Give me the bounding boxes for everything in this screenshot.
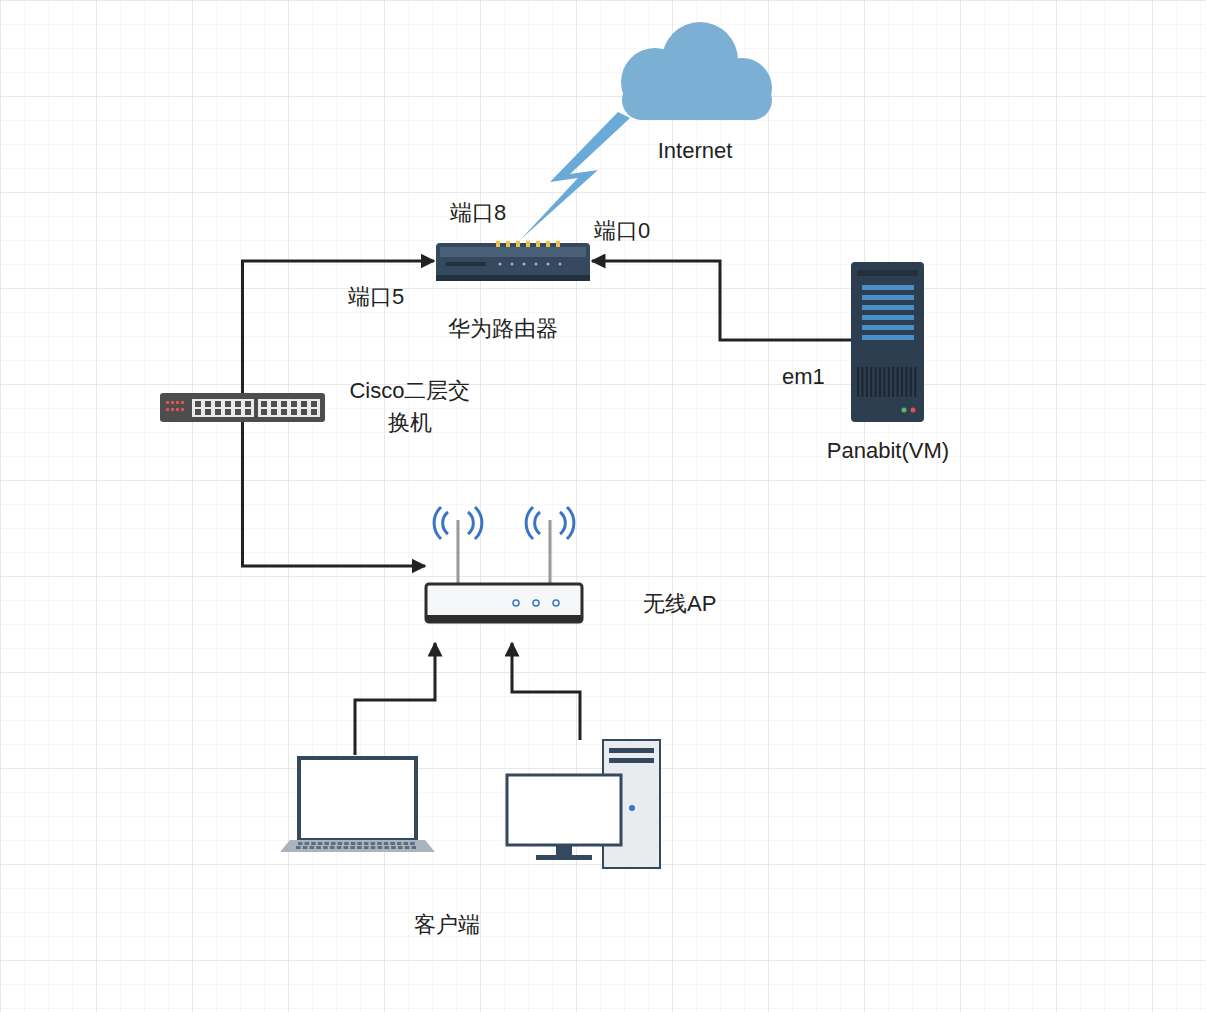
device-node: Cisco二层交换机: [160, 393, 325, 422]
switch-icon: [160, 393, 325, 422]
cable-connector: [355, 643, 435, 755]
cable-connector: [592, 261, 851, 340]
device-label: 客户端: [387, 912, 507, 938]
laptop-icon: [280, 758, 435, 852]
port-label: 端口0: [594, 218, 650, 244]
device-node: Internet: [620, 22, 772, 120]
device-label: Panabit(VM): [803, 438, 973, 464]
device-label: 华为路由器: [423, 316, 583, 342]
device-node: Panabit(VM): [851, 262, 924, 422]
cable-connector: [512, 643, 580, 740]
device-node: 华为路由器: [436, 241, 590, 281]
server-icon: [851, 262, 924, 422]
device-label: Cisco二层交换机: [344, 375, 476, 439]
device-label: Internet: [610, 138, 780, 164]
cable-connector: [243, 261, 435, 393]
device-node: 无线AP: [425, 583, 583, 623]
cloud-icon: [621, 22, 772, 120]
ap-icon: [426, 507, 582, 622]
cable-connector: [243, 422, 426, 566]
port-label: 端口8: [450, 200, 506, 226]
port-label: em1: [782, 364, 825, 390]
desktop-icon: [507, 740, 660, 868]
device-label: 无线AP: [643, 591, 773, 617]
device-node: 客户端: [280, 740, 660, 868]
port-label: 端口5: [348, 284, 404, 310]
router-icon: [436, 241, 590, 281]
